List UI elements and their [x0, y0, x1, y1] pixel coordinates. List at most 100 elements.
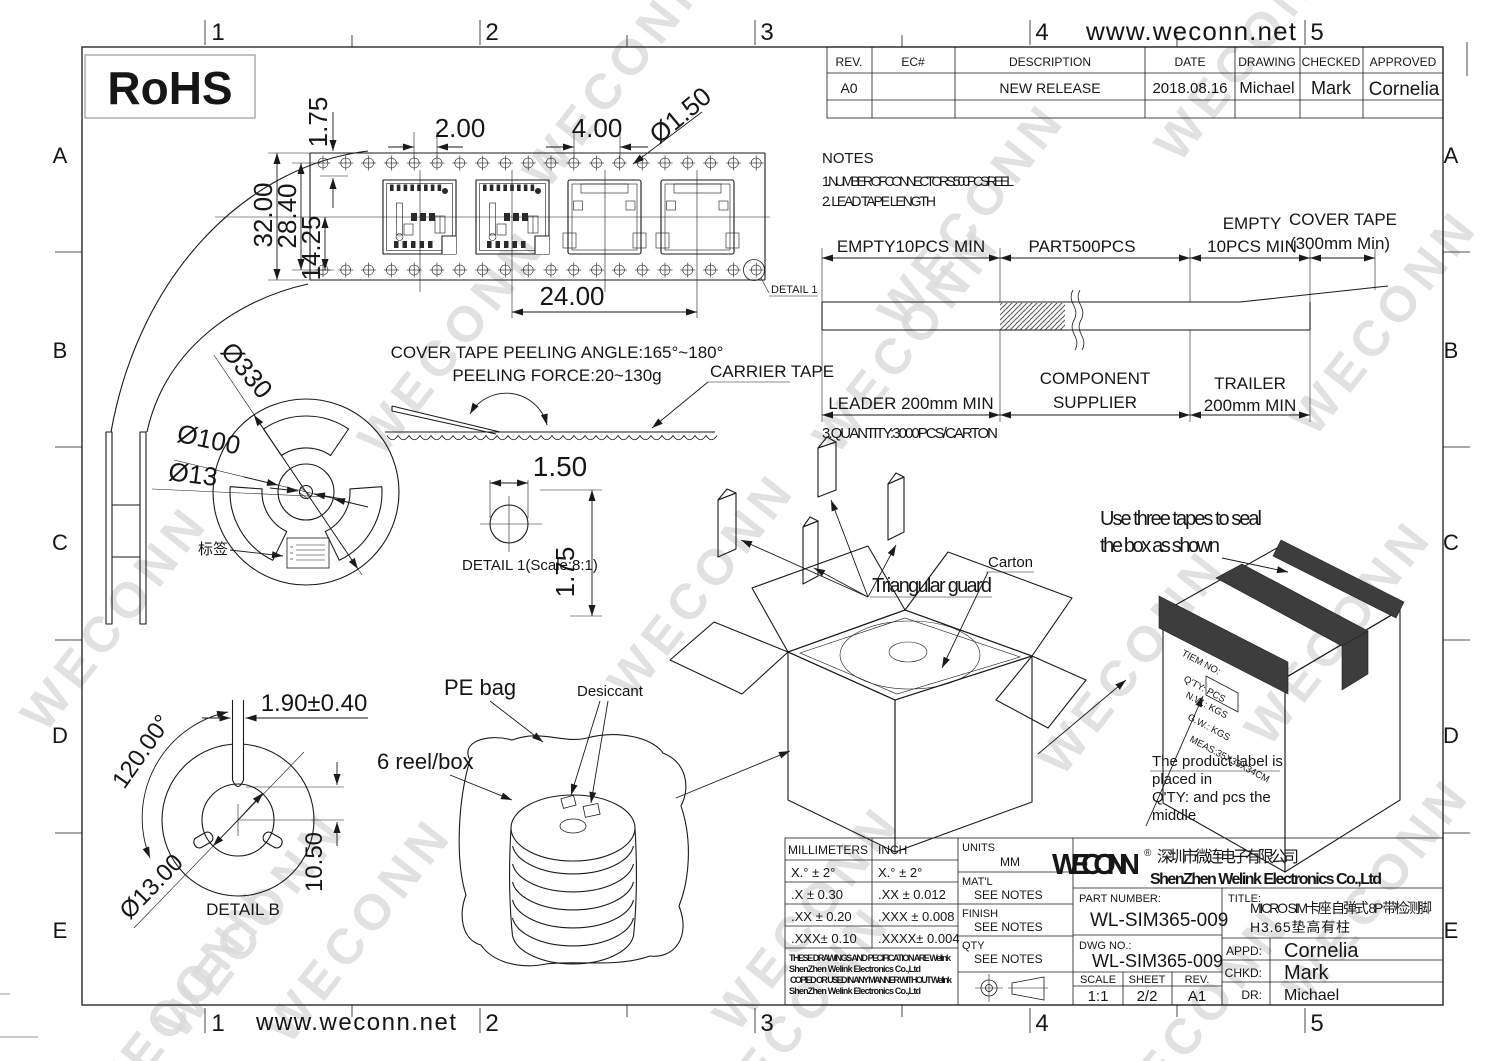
legal-line-2: ShenZhen Welink Electronics Co.,Ltd [789, 964, 921, 974]
projection-symbol-icon [975, 974, 1048, 1002]
lead-component-1: COMPONENT [1040, 369, 1151, 388]
dim-reel-hub-dia: Ø100 [175, 418, 243, 461]
zone-col-4-top: 4 [1035, 19, 1048, 46]
note-1: 1. NUMBER OF CONNECTORS:500PCS/REEL [822, 173, 1014, 189]
peeling-diagram: COVER TAPE PEELING ANGLE:165°~180° PEELI… [385, 343, 834, 617]
title-block: MILLIMETERS INCH X.° ± 2° .X ± 0.30 .XX … [784, 837, 1444, 1006]
tol-mm-2: .X ± 0.30 [791, 887, 843, 902]
seal-instruction-1: Use three tapes to seal [1100, 508, 1262, 530]
brand-logo-text: WECONN [1052, 849, 1140, 881]
tol-mm-1: X.° ± 2° [791, 865, 835, 880]
zone-row-d-right: D [1443, 723, 1459, 748]
dim-edge-distance: 1.75 [303, 97, 333, 148]
notes-title: NOTES [822, 150, 874, 167]
title-value-1: MICRO SIM卡座 自弹式 8P 带检测脚 [1250, 900, 1432, 916]
part-number-value: WL-SIM365-009 [1090, 910, 1228, 931]
lead-empty-right-1: EMPTY [1223, 214, 1282, 233]
approved-header: APPROVED [1370, 55, 1437, 69]
dim-pocket-pitch: 4.00 [572, 113, 623, 143]
dr-label: DR: [1241, 988, 1262, 1002]
description-header: DESCRIPTION [1009, 55, 1091, 69]
carrier-tape-label: CARRIER TAPE [710, 362, 834, 381]
rev-value-tb: A1 [1188, 988, 1206, 1005]
tol-mm-header: MILLIMETERS [788, 843, 868, 857]
appd-value: Cornelia [1284, 940, 1359, 962]
dim-sprocket-pitch: 2.00 [435, 113, 486, 143]
cover-tape-label-1: COVER TAPE [1289, 210, 1397, 229]
sheet-label: SHEET [1129, 974, 1166, 986]
units-label: UNITS [962, 842, 995, 854]
note-3: 3.QUANTITY:3000PCS/CARTON [822, 425, 998, 442]
qty-value: SEE NOTES [974, 952, 1043, 966]
zone-row-a-left: A [53, 143, 68, 168]
lead-component-2: SUPPLIER [1053, 393, 1137, 412]
lead-trailer-2: 200mm MIN [1204, 396, 1297, 415]
detailb-caption: DETAIL B [206, 900, 280, 919]
pe-bag-label: PE bag [444, 675, 516, 700]
reel-rim-arc [511, 899, 635, 929]
detail1-width-dim: 1.50 [533, 451, 588, 482]
reel-rim-arc [511, 917, 635, 947]
title-value-2: H3.65垫高有柱 [1250, 919, 1350, 935]
watermark-text: WECONN [9, 494, 219, 741]
zone-col-3-top: 3 [760, 19, 773, 46]
reel-per-box-label: 6 reel/box [377, 749, 474, 774]
zone-row-e-left: E [53, 918, 68, 943]
zone-col-5-top: 5 [1310, 19, 1323, 46]
detail1-callout-label: DETAIL 1 [771, 284, 817, 296]
tol-in-2: .XX ± 0.012 [878, 887, 946, 902]
zone-row-c-right: C [1443, 530, 1459, 555]
matl-value: SEE NOTES [974, 888, 1043, 902]
zone-col-2-top: 2 [485, 19, 498, 46]
reel-rim-arc [511, 881, 635, 911]
legal-line-1: THESE DRAWINGS AND PECIFICATION ARE Weli… [789, 953, 952, 963]
chkd-value: Mark [1284, 962, 1329, 984]
appd-label: APPD: [1226, 944, 1262, 958]
zone-col-2-bottom: 2 [485, 1010, 498, 1037]
date-value: 2018.08.16 [1152, 80, 1227, 97]
legal-line-3: COPIED OR USED IN ANY MANNER WITHOUT Wel… [790, 975, 953, 985]
dim-pocket-offset: 14.25 [296, 215, 326, 280]
carton-label: Carton [988, 554, 1033, 571]
dr-value: Michael [1284, 987, 1339, 1004]
tol-mm-3: .XX ± 0.20 [791, 909, 852, 924]
lead-tape-diagram: EMPTY10PCS MIN PART500PCS EMPTY 10PCS MI… [821, 210, 1397, 422]
watermark-text: WECONN [596, 461, 806, 708]
website-url-bottom: www.weconn.net [255, 1009, 456, 1036]
units-value: MM [1000, 855, 1020, 869]
drawing-value: Michael [1239, 80, 1294, 97]
pe-bag-view: Desiccant PE bag 6 reel/box [377, 675, 791, 967]
title-label: TITLE: [1228, 893, 1261, 905]
sheet-value: 2/2 [1137, 988, 1158, 1005]
label-caption-2: placed in [1152, 771, 1212, 788]
chkd-label: CHKD: [1225, 966, 1262, 980]
registered-mark-icon: ® [1144, 848, 1152, 859]
note-2: 2. LEAD TAPE LENGTH [822, 193, 936, 209]
zone-row-e-right: E [1444, 918, 1459, 943]
lead-leader: LEADER 200mm MIN [828, 394, 993, 413]
rev-header: REV. [836, 55, 863, 69]
ec-header: EC# [901, 55, 925, 69]
description-value: NEW RELEASE [999, 80, 1100, 96]
qty-label: QTY [962, 940, 985, 952]
lead-empty-right-2: 10PCS MIN [1207, 237, 1297, 256]
rohs-label: RoHS [107, 62, 232, 114]
detail1-caption: DETAIL 1(Scale:8:1) [462, 557, 598, 574]
detailb-dia-dim: Ø13.00 [115, 849, 189, 924]
dim-tape-width: 32.00 [248, 182, 278, 247]
cover-tape-label-2: (300mm Min) [1290, 234, 1390, 253]
dim-span: 24.00 [539, 281, 604, 311]
reel-rim-arc [511, 863, 635, 893]
drawing-header: DRAWING [1238, 55, 1296, 69]
detailb-depth-dim: 10.50 [301, 832, 328, 892]
scale-label: SCALE [1080, 974, 1116, 986]
notes-block: NOTES 1. NUMBER OF CONNECTORS:500PCS/REE… [822, 150, 1014, 442]
detail1-height-dim: 1.75 [550, 547, 580, 598]
zone-col-1-bottom: 1 [211, 1010, 224, 1037]
part-number-label: PART NUMBER: [1079, 893, 1161, 905]
finish-label: FINISH [962, 908, 998, 920]
triangular-guard-label: Triangular guard [872, 575, 992, 597]
lead-trailer-1: TRAILER [1214, 374, 1286, 393]
rev-label: REV. [1185, 974, 1210, 986]
